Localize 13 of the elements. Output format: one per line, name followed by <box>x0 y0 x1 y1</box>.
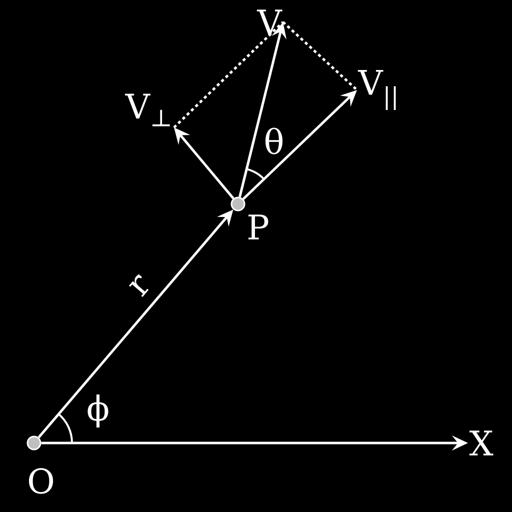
vector-label: V$_{||}$ <box>358 70 396 110</box>
vector-label: X <box>469 430 494 456</box>
point-marker <box>230 196 246 212</box>
edge-label: r <box>126 272 154 300</box>
point-label: O <box>28 468 54 494</box>
angle-label: θ <box>265 128 282 154</box>
point-label: P <box>248 214 268 240</box>
vector-label: V <box>256 10 282 34</box>
dotted-line <box>282 21 358 91</box>
angle-label: ϕ <box>88 394 108 428</box>
vector-label: V$_{⊥}$ <box>125 94 170 126</box>
dotted-line <box>173 21 284 128</box>
point-marker <box>26 436 42 450</box>
